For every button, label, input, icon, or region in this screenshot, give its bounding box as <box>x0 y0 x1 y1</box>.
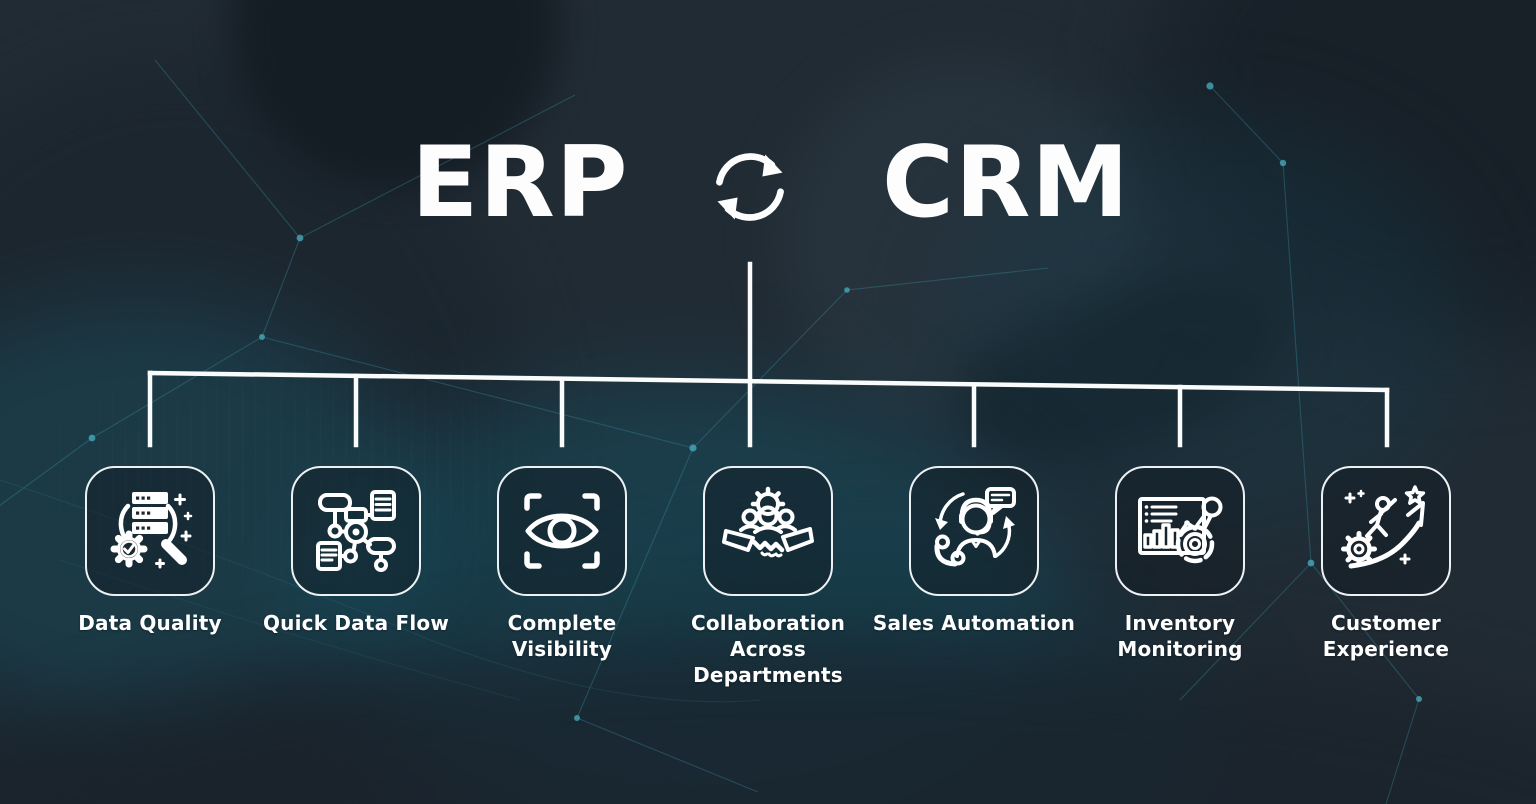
benefit-sales-automation: Sales Automation <box>871 466 1077 688</box>
dashboard-monitoring-icon <box>1138 496 1223 564</box>
benefit-quick-data-flow: Quick Data Flow <box>253 466 459 688</box>
benefit-card <box>703 466 833 596</box>
erp-title: ERP <box>411 126 629 240</box>
benefit-collaboration: Collaboration Across Departments <box>665 466 871 688</box>
benefit-customer-experience: Customer Experience <box>1283 466 1489 688</box>
database-search-icon <box>110 492 193 569</box>
benefit-label: Collaboration Across Departments <box>690 611 846 687</box>
benefit-label: Customer Experience <box>1322 611 1450 661</box>
team-handshake-icon <box>722 486 814 558</box>
benefit-data-quality: Data Quality <box>47 466 253 688</box>
benefit-card <box>909 466 1039 596</box>
benefit-card <box>497 466 627 596</box>
benefit-card <box>1321 466 1451 596</box>
support-agent-icon <box>934 487 1016 567</box>
benefit-complete-visibility: Complete Visibility <box>459 466 665 688</box>
benefit-card <box>85 466 215 596</box>
flowchart-icon <box>316 490 396 572</box>
growth-star-icon <box>1341 485 1426 569</box>
benefit-inventory-monitoring: Inventory Monitoring <box>1077 466 1283 688</box>
benefit-label: Data Quality <box>78 611 222 635</box>
sync-arrows-icon <box>707 144 793 230</box>
benefits-row: Data Quality <box>47 466 1489 688</box>
benefit-label: Quick Data Flow <box>262 611 450 635</box>
benefit-card <box>291 466 421 596</box>
benefit-label: Sales Automation <box>872 611 1076 635</box>
benefit-label: Inventory Monitoring <box>1117 611 1243 661</box>
crm-title: CRM <box>882 126 1130 240</box>
eye-viewfinder-icon <box>524 493 600 569</box>
benefit-label: Complete Visibility <box>507 611 617 661</box>
benefit-card <box>1115 466 1245 596</box>
